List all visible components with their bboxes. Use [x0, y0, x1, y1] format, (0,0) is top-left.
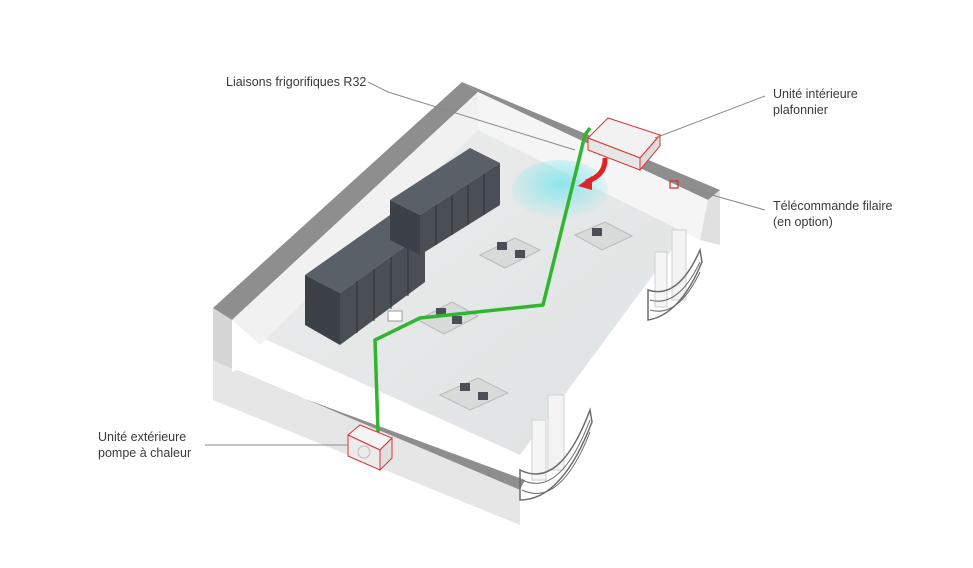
wall-front-inner	[232, 320, 260, 372]
label-wired-remote: Télécommande filaire (en option)	[773, 198, 893, 230]
desk-cluster-2	[573, 221, 634, 251]
leader-line-indoor	[654, 95, 766, 139]
ceiling-cassette-icon	[587, 117, 661, 172]
label-wired-remote-line2: (en option)	[773, 215, 833, 229]
wall-front-top	[213, 360, 525, 490]
wired-remote-icon	[669, 180, 679, 189]
wall-left-face	[232, 92, 478, 345]
heat-pump-outdoor-unit-icon	[347, 424, 393, 472]
desk-cluster-3	[416, 301, 480, 335]
label-refrigerant-lines: Liaisons frigorifiques R32	[226, 74, 366, 90]
wall-right-side	[700, 190, 720, 245]
label-outdoor-unit: Unité extérieure pompe à chaleur	[98, 429, 191, 461]
label-outdoor-unit-line1: Unité extérieure	[98, 430, 187, 444]
label-indoor-unit: Unité intérieure plafonnier	[773, 86, 858, 118]
desk-cluster-4	[438, 377, 510, 411]
desk-cluster-1	[478, 237, 542, 269]
label-indoor-unit-line1: Unité intérieure	[773, 87, 858, 101]
label-refrigerant-lines-text: Liaisons frigorifiques R32	[226, 75, 367, 89]
wall-back-face	[478, 92, 708, 240]
label-indoor-unit-line2: plafonnier	[773, 103, 828, 117]
server-racks-back	[390, 148, 500, 255]
leader-line-remote	[679, 185, 766, 211]
wall-left-side	[213, 308, 232, 372]
wall-left-top	[213, 82, 478, 320]
label-wired-remote-line1: Télécommande filaire	[773, 199, 893, 213]
refrigerant-line	[373, 126, 592, 433]
junction-box	[387, 310, 403, 322]
right-columns	[519, 229, 703, 501]
airflow-plume	[512, 160, 608, 220]
label-outdoor-unit-line2: pompe à chaleur	[98, 446, 192, 460]
leader-line-refrigerant	[367, 81, 576, 151]
